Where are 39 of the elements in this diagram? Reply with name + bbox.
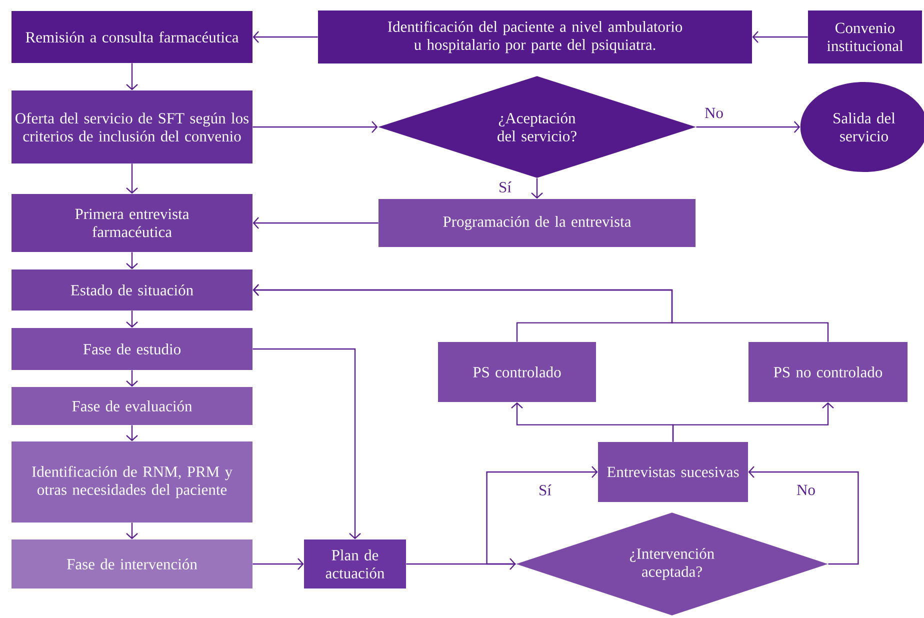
arrow [486, 466, 598, 565]
process-box: Programación de la entrevista [378, 199, 696, 247]
process-box: Estado de situación [12, 270, 252, 310]
process-box: Remisión a consulta farmacéutica [12, 11, 252, 63]
process-box: Fase de intervención [12, 540, 252, 588]
process-box: PS controlado [438, 342, 596, 402]
arrow [126, 63, 138, 90]
edge-label: Sí [538, 484, 552, 496]
arrow [406, 558, 516, 570]
process-box: Fase de estudio [12, 328, 252, 370]
arrow [252, 31, 318, 43]
arrow [126, 164, 138, 194]
process-box: PS no controlado [748, 342, 908, 402]
arrow [531, 178, 543, 199]
edge-label: No [704, 106, 724, 120]
arrow [126, 425, 138, 442]
edge-label: Sí [498, 180, 512, 194]
arrow [126, 370, 138, 387]
process-box: Identificación del paciente a nivel ambulatorio u hospitalario por parte del psiquiatra. [318, 10, 752, 64]
arrow [126, 310, 138, 328]
arrow [748, 466, 859, 565]
arrow [252, 558, 304, 570]
process-box: Identificación de RNM, PRM y otras necesidades del paciente [12, 442, 252, 522]
arrow [672, 402, 834, 442]
arrow [252, 217, 378, 229]
process-box: Entrevistas sucesivas [598, 442, 748, 502]
process-box: Plan de actuación [304, 540, 406, 588]
process-box: Oferta del servicio de SFT según los criterios de inclusión del convenio [12, 90, 252, 164]
arrow [696, 121, 800, 133]
arrow [126, 522, 138, 540]
edge-label: No [796, 484, 816, 496]
arrow [252, 284, 829, 342]
arrow [752, 31, 808, 43]
arrow [252, 348, 361, 540]
process-box: Fase de evaluación [12, 387, 252, 425]
arrow [126, 252, 138, 270]
arrow [252, 121, 378, 133]
process-box: Convenio institucional [808, 10, 922, 64]
process-box: Primera entrevista farmacéutica [12, 194, 252, 252]
